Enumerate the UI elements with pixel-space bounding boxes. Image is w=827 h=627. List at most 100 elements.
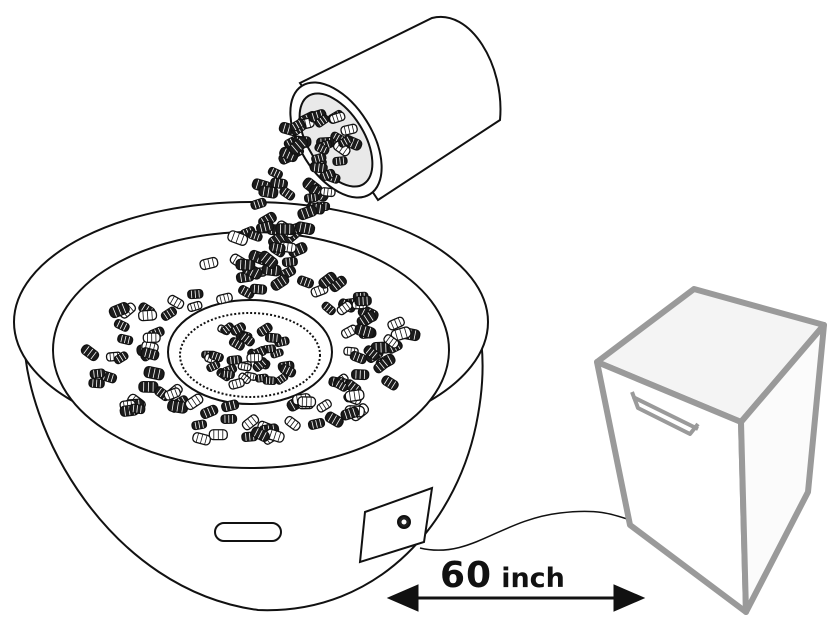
pasta-piece xyxy=(108,302,130,319)
pasta-piece xyxy=(297,396,317,408)
pasta-piece xyxy=(321,301,336,316)
pasta-piece xyxy=(167,399,189,414)
pasta-piece xyxy=(270,274,290,291)
pasta-piece xyxy=(284,415,301,431)
pasta-piece xyxy=(258,250,279,270)
pasta-piece xyxy=(117,333,134,346)
pasta-piece xyxy=(279,363,297,378)
pasta-piece xyxy=(138,309,158,322)
pasta-piece xyxy=(336,300,353,316)
enclosure-box xyxy=(594,286,827,615)
pasta-piece xyxy=(184,393,204,411)
pasta-piece xyxy=(354,323,376,339)
pasta-piece xyxy=(344,389,365,403)
dimension-label: 60 inch xyxy=(440,558,565,594)
pasta-piece xyxy=(314,114,330,128)
pasta-piece xyxy=(297,204,318,221)
pasta-piece xyxy=(192,432,212,446)
pasta-piece xyxy=(89,368,106,379)
pasta-piece xyxy=(238,331,255,347)
pasta-piece xyxy=(230,322,247,336)
pasta-piece xyxy=(309,161,328,174)
pasta-piece xyxy=(235,258,256,271)
pasta-piece xyxy=(220,369,235,380)
pasta-piece xyxy=(338,135,354,148)
dimension-arrow xyxy=(386,584,646,612)
pasta-piece xyxy=(191,419,208,431)
pasta-piece xyxy=(250,426,270,442)
pasta-piece xyxy=(258,185,279,199)
pasta-piece xyxy=(328,111,346,124)
pasta-piece xyxy=(246,352,263,363)
dimension-unit: inch xyxy=(501,563,565,594)
pasta-piece xyxy=(227,230,249,246)
pasta-piece xyxy=(314,142,330,155)
pasta-piece xyxy=(333,379,349,392)
control-panel xyxy=(358,486,434,564)
pasta-piece xyxy=(281,256,298,267)
pasta-piece xyxy=(324,411,344,428)
pasta-piece xyxy=(220,414,238,424)
pasta-piece xyxy=(167,294,185,310)
pasta-piece xyxy=(262,376,277,386)
pasta-piece xyxy=(241,414,260,431)
pasta-piece xyxy=(247,230,263,242)
dimension-value: 60 xyxy=(440,555,493,596)
pasta-piece xyxy=(187,300,203,312)
pasta-piece xyxy=(319,187,336,198)
box-lid-handle xyxy=(630,391,700,436)
pasta-piece xyxy=(381,375,399,391)
pasta-piece xyxy=(88,378,105,389)
pasta-piece xyxy=(296,275,315,289)
power-cable xyxy=(419,510,637,551)
pasta-piece xyxy=(208,429,228,441)
pasta-piece xyxy=(340,406,360,421)
bowl-handle-slot xyxy=(214,522,282,542)
pasta-piece xyxy=(332,156,348,166)
pasta-piece xyxy=(226,355,243,366)
pasta-piece xyxy=(268,241,286,254)
pasta-piece xyxy=(264,332,282,344)
pasta-piece xyxy=(289,118,305,132)
pasta-piece xyxy=(208,350,224,363)
pasta-piece xyxy=(307,417,326,430)
pasta-piece xyxy=(228,377,245,390)
pasta-piece xyxy=(216,292,233,305)
pasta-piece xyxy=(80,344,100,362)
pasta-piece xyxy=(349,350,368,365)
pasta-piece xyxy=(354,295,372,307)
pasta-piece xyxy=(220,322,235,335)
pasta-piece xyxy=(288,136,309,155)
pasta-piece xyxy=(279,186,296,201)
pasta-piece xyxy=(319,168,336,182)
pasta-piece xyxy=(256,322,273,337)
pasta-piece xyxy=(294,221,316,235)
box-side xyxy=(738,322,827,615)
pasta-piece xyxy=(267,166,284,180)
pasta-piece xyxy=(390,326,412,342)
pasta-piece xyxy=(228,337,245,351)
pasta-piece xyxy=(303,192,320,203)
pasta-piece xyxy=(373,357,391,374)
pasta-piece xyxy=(143,365,165,381)
pasta-piece xyxy=(363,345,380,361)
pasta-piece xyxy=(187,289,204,300)
pasta-piece xyxy=(200,404,219,420)
pasta-piece xyxy=(351,369,370,381)
pasta-piece xyxy=(249,283,268,295)
pasta-piece xyxy=(113,351,129,365)
pasta-piece xyxy=(237,361,252,372)
pasta-piece xyxy=(128,403,146,415)
pasta-piece xyxy=(340,123,358,136)
pasta-pieces xyxy=(80,109,421,446)
pasta-piece xyxy=(221,399,240,413)
pasta-piece xyxy=(199,256,219,271)
pasta-piece xyxy=(383,334,400,349)
pasta-piece xyxy=(163,387,182,401)
pasta-piece xyxy=(140,347,160,361)
pasta-piece xyxy=(255,220,275,234)
pasta-piece xyxy=(275,223,296,235)
pasta-piece xyxy=(206,360,221,373)
pasta-piece xyxy=(387,316,405,331)
